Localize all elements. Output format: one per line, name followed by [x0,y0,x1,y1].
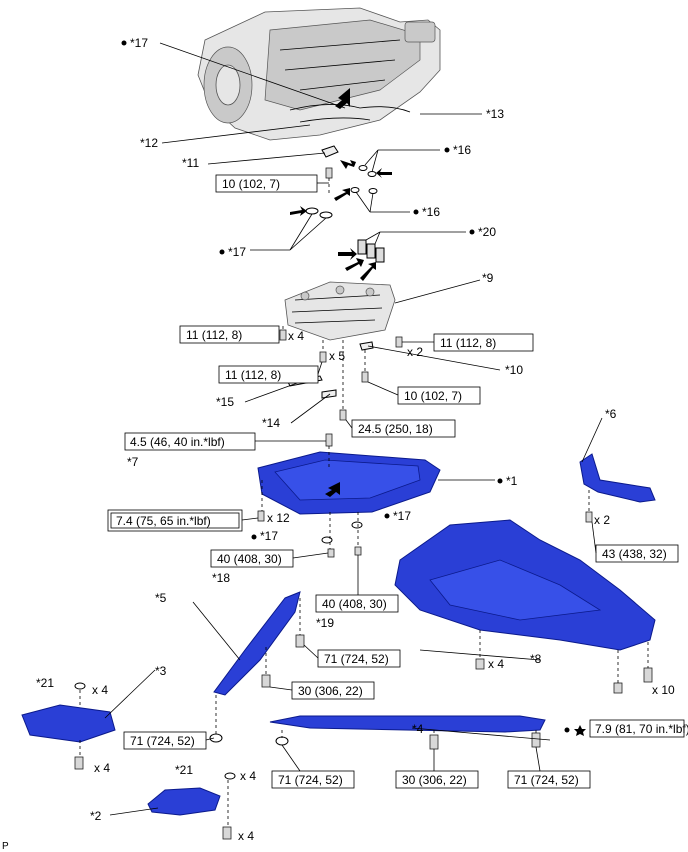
oil-pan [257,451,441,515]
callout-label: *9 [482,271,494,285]
part-14-clip [321,389,337,399]
bolt-set [74,167,653,840]
torque-label: 71 (724, 52) [514,773,579,787]
callout-label: x 4 [92,683,108,697]
torque-label: 11 (112, 8) [225,368,281,382]
torque-label: 40 (408, 30) [322,597,387,611]
figure-code: P [2,841,9,852]
box-connectors [205,182,597,772]
callout-label: x 2 [594,513,610,527]
callout-label: *12 [140,136,158,150]
bullet-dots [121,40,570,733]
callout-label: *15 [216,395,234,409]
torque-boxes [107,174,685,789]
torque-label: 43 (438, 32) [602,547,667,561]
arrow-icon [338,248,376,281]
torque-label: 4.5 (46, 40 in.*lbf) [130,435,225,449]
torque-label: 71 (724, 52) [324,652,389,666]
callout-label: *4 [412,722,424,736]
callout-label: *10 [505,363,523,377]
bracket-6 [579,453,656,503]
callout-label: *11 [182,156,199,170]
callout-label: *5 [155,591,167,605]
callout-label: *17 [393,509,411,523]
callout-label: *18 [212,571,230,585]
callout-label: *16 [422,205,440,219]
callout-label: *20 [478,225,496,239]
callout-label: x 4 [94,761,110,775]
callout-label: *1 [506,474,518,488]
cover-4 [269,715,546,733]
cover-2 [147,787,221,816]
leader-lines [104,42,603,816]
callout-label: *17 [130,36,148,50]
accumulator-pistons [357,239,385,263]
callout-label: *8 [530,652,542,666]
arrow-icon [335,88,350,109]
callout-label: *21 [36,676,54,690]
callout-label: x 2 [407,345,423,359]
callout-label: *7 [127,455,139,469]
callout-label: x 4 [488,657,504,671]
dashed-lines [79,178,649,827]
torque-label: 71 (724, 52) [278,773,343,787]
torque-label: 7.9 (81, 70 in.*lbf) [595,722,688,736]
callout-label: *6 [605,407,617,421]
torque-label: 11 (112, 8) [440,336,496,350]
torque-label: 30 (306, 22) [402,773,467,787]
callout-label: *13 [486,107,504,121]
torque-label: 10 (102, 7) [222,177,280,191]
callout-label: *2 [90,809,102,823]
callout-label: x 10 [652,683,675,697]
callout-label: x 4 [240,769,256,783]
torque-labels: 10 (102, 7) 11 (112, 8) 11 (112, 8) 11 (… [116,177,688,787]
callout-label: *16 [453,143,471,157]
torque-label: 24.5 (250, 18) [358,422,433,436]
torque-label: 30 (306, 22) [298,684,363,698]
callout-label: *17 [228,245,246,259]
torque-label: 7.4 (75, 65 in.*lbf) [116,514,211,528]
torque-label: 11 (112, 8) [186,328,242,342]
brace-5 [213,591,301,696]
part-11-bracket [321,145,339,158]
callout-label: *3 [155,664,167,678]
callout-label: *17 [260,529,278,543]
arrow-icon [325,482,340,497]
valve-body [284,281,396,341]
torque-label: 40 (408, 30) [217,552,282,566]
transmission-assembly [197,7,441,141]
part-10 [359,341,374,351]
callout-label: *19 [316,616,334,630]
callout-label: x 4 [238,829,254,843]
torque-label: 10 (102, 7) [404,389,462,403]
callout-labels: *17 *13 *12 *11 *16 *16 *17 *20 *9 x 4 x… [2,36,675,852]
callout-label: *21 [175,763,193,777]
arrow-icon [290,160,392,216]
cover-3 [21,704,116,743]
star-icon [574,725,586,736]
callout-label: x 5 [329,349,345,363]
callout-label: x 12 [267,511,290,525]
callout-label: x 4 [288,329,304,343]
callout-label: *14 [262,416,280,430]
torque-label: 71 (724, 52) [130,734,195,748]
